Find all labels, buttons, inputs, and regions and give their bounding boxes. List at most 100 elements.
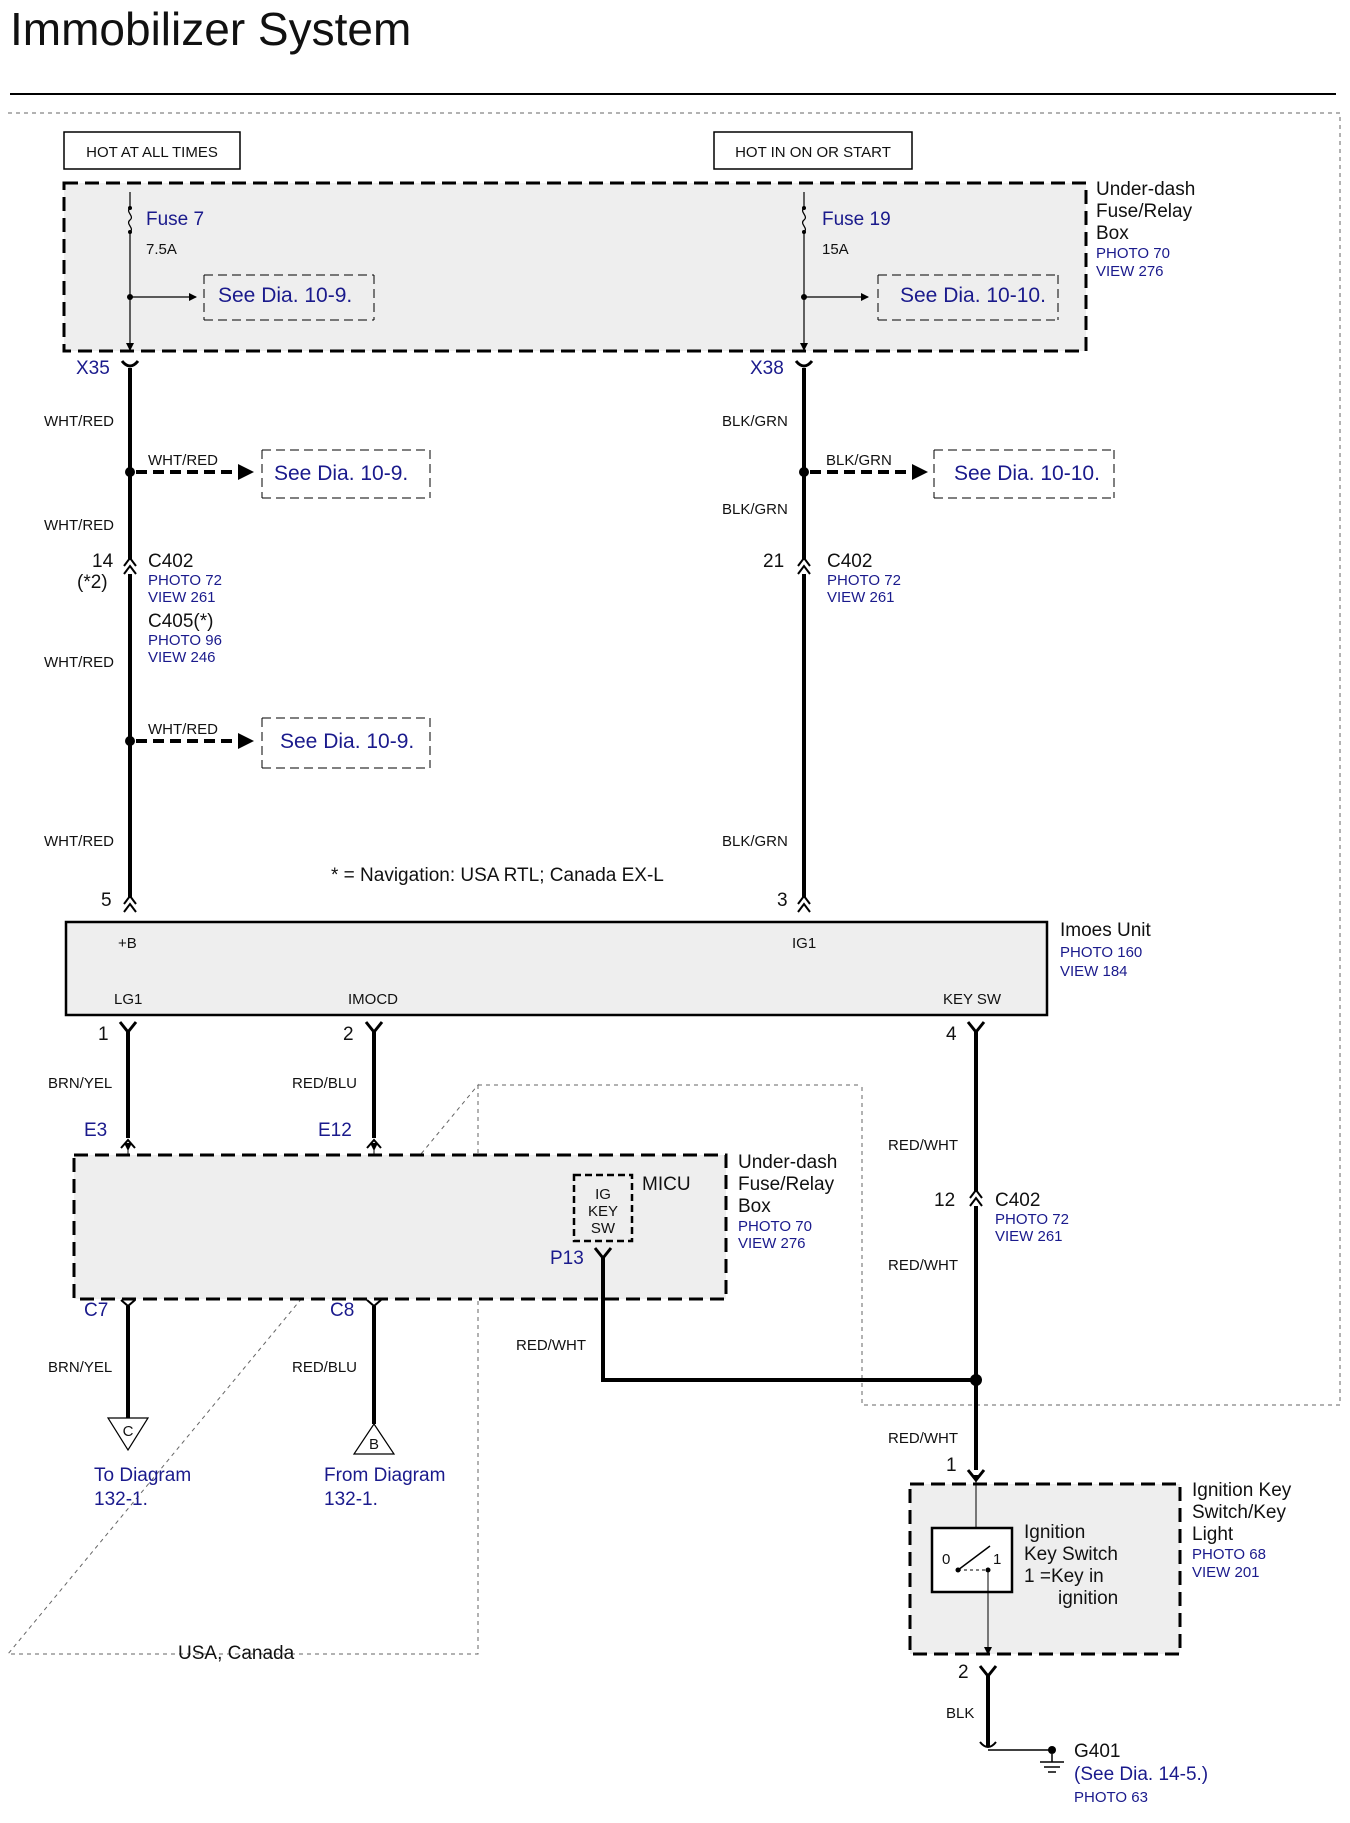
region-label: USA, Canada xyxy=(178,1643,295,1664)
svg-text:(See Dia. 14-5.): (See Dia. 14-5.) xyxy=(1074,1764,1208,1785)
svg-text:MICU: MICU xyxy=(642,1174,691,1195)
svg-text:1 =Key in: 1 =Key in xyxy=(1024,1566,1104,1587)
connector-c402-lower: C402 xyxy=(995,1190,1040,1211)
c402-photo: PHOTO 72 xyxy=(148,572,222,589)
svg-text:HOT IN ON OR START: HOT IN ON OR START xyxy=(735,144,891,161)
branch-see-dia-10-10: BLK/GRN See Dia. 10-10. xyxy=(810,449,1115,499)
fuse-box-top: Under-dash Fuse/Relay Box PHOTO 70 VIEW … xyxy=(62,179,1195,353)
wire-label: BLK/GRN xyxy=(722,833,788,850)
wire-label: RED/WHT xyxy=(888,1137,958,1154)
connector-e3: E3 xyxy=(84,1120,107,1141)
svg-text:IMOCD: IMOCD xyxy=(348,991,398,1008)
svg-text:Box: Box xyxy=(1096,223,1129,244)
from-diagram-2: 132-1. xyxy=(324,1489,378,1510)
wire-label: WHT/RED xyxy=(44,654,114,671)
imoes-pin-2: 2 xyxy=(343,1024,354,1045)
svg-text:Fuse 19: Fuse 19 xyxy=(822,209,891,230)
svg-text:Fuse/Relay: Fuse/Relay xyxy=(1096,201,1193,222)
to-diagram-2: 132-1. xyxy=(94,1489,148,1510)
svg-text:Ignition: Ignition xyxy=(1024,1522,1085,1543)
c405-view: VIEW 246 xyxy=(148,649,216,666)
svg-text:KEY: KEY xyxy=(588,1203,618,1220)
wire-label: BLK/GRN xyxy=(722,413,788,430)
svg-text:LG1: LG1 xyxy=(114,991,142,1008)
svg-text:Under-dash: Under-dash xyxy=(1096,179,1195,200)
svg-text:C: C xyxy=(123,1423,134,1440)
svg-text:15A: 15A xyxy=(822,241,849,258)
wire-label: WHT/RED xyxy=(44,413,114,430)
ground-g401: G401 (See Dia. 14-5.) PHOTO 63 xyxy=(1074,1741,1208,1806)
wire-label: WHT/RED xyxy=(44,833,114,850)
ignition-pin-2: 2 xyxy=(958,1662,969,1683)
svg-text:Under-dash: Under-dash xyxy=(738,1152,837,1173)
wire-red-wht-micu xyxy=(593,1247,976,1382)
power-hot-always: HOT AT ALL TIMES xyxy=(63,131,241,170)
branch-see-dia-10-9-a: WHT/RED See Dia. 10-9. xyxy=(136,449,431,499)
svg-text:PHOTO 70: PHOTO 70 xyxy=(1096,245,1170,262)
branch-see-dia-10-9-b: WHT/RED See Dia. 10-9. xyxy=(136,717,431,769)
svg-text:Light: Light xyxy=(1192,1524,1234,1545)
imoes-pin-1: 1 xyxy=(98,1024,109,1045)
micu: IG KEY SW MICU P13 xyxy=(550,1173,691,1269)
connector-c405: C405(*) xyxy=(148,611,213,632)
svg-text:Imoes Unit: Imoes Unit xyxy=(1060,920,1152,941)
svg-text:Ignition Key: Ignition Key xyxy=(1192,1480,1292,1501)
wire-label: RED/WHT xyxy=(516,1337,586,1354)
wire-label: BLK xyxy=(946,1705,974,1722)
svg-text:7.5A: 7.5A xyxy=(146,241,177,258)
svg-text:ignition: ignition xyxy=(1058,1588,1118,1609)
svg-text:1: 1 xyxy=(993,1551,1001,1568)
fuse-7: Fuse 7 7.5A See Dia. 10-9. xyxy=(126,192,375,351)
imoes-pin-4: 4 xyxy=(946,1024,957,1045)
connector-c402-right: C402 xyxy=(827,551,872,572)
svg-text:HOT AT ALL TIMES: HOT AT ALL TIMES xyxy=(86,144,218,161)
to-diagram-1: To Diagram xyxy=(94,1465,191,1486)
wire-label: WHT/RED xyxy=(44,517,114,534)
wire-label: RED/WHT xyxy=(888,1257,958,1274)
svg-text:KEY SW: KEY SW xyxy=(943,991,1002,1008)
svg-text:WHT/RED: WHT/RED xyxy=(148,721,218,738)
pin-14: 14 xyxy=(92,551,114,572)
svg-text:VIEW 276: VIEW 276 xyxy=(1096,263,1164,280)
wire-label: BRN/YEL xyxy=(48,1075,112,1092)
svg-text:PHOTO 68: PHOTO 68 xyxy=(1192,1546,1266,1563)
wire-red-wht-keysw xyxy=(966,1021,986,1483)
svg-text:See Dia. 10-9.: See Dia. 10-9. xyxy=(218,284,352,307)
c402-photo: PHOTO 72 xyxy=(995,1211,1069,1228)
svg-text:B: B xyxy=(369,1436,379,1453)
svg-text:See Dia. 10-10.: See Dia. 10-10. xyxy=(954,462,1100,485)
fuse-box-mid: Under-dash Fuse/Relay Box PHOTO 70 VIEW … xyxy=(72,1152,837,1301)
connector-c8: C8 xyxy=(330,1300,354,1321)
pin-21: 21 xyxy=(763,551,784,572)
svg-text:Fuse/Relay: Fuse/Relay xyxy=(738,1174,835,1195)
svg-text:3: 3 xyxy=(777,890,788,911)
svg-text:IG: IG xyxy=(595,1186,611,1203)
wire-blk-grn-main xyxy=(794,360,814,913)
svg-text:0: 0 xyxy=(942,1551,950,1568)
wire-label: RED/BLU xyxy=(292,1359,357,1376)
page-title: Immobilizer System xyxy=(10,3,412,55)
svg-text:See Dia. 10-9.: See Dia. 10-9. xyxy=(280,730,414,753)
svg-text:See Dia. 10-9.: See Dia. 10-9. xyxy=(274,462,408,485)
note-2: (*2) xyxy=(77,572,108,593)
c402-photo: PHOTO 72 xyxy=(827,572,901,589)
navigation-note: * = Navigation: USA RTL; Canada EX-L xyxy=(331,865,664,886)
svg-text:BLK/GRN: BLK/GRN xyxy=(826,452,892,469)
connector-c7: C7 xyxy=(84,1300,108,1321)
c402-view: VIEW 261 xyxy=(995,1228,1063,1245)
connector-e12: E12 xyxy=(318,1120,352,1141)
svg-text:Fuse 7: Fuse 7 xyxy=(146,209,204,230)
svg-text:PHOTO 160: PHOTO 160 xyxy=(1060,944,1142,961)
ignition-pin-1: 1 xyxy=(946,1455,957,1476)
svg-text:PHOTO 63: PHOTO 63 xyxy=(1074,1789,1148,1806)
svg-text:+B: +B xyxy=(118,935,137,952)
connector-x35: X35 xyxy=(76,358,110,379)
svg-text:P13: P13 xyxy=(550,1248,584,1269)
svg-text:G401: G401 xyxy=(1074,1741,1120,1762)
wire-red-blu: B xyxy=(352,1021,396,1455)
svg-text:IG1: IG1 xyxy=(792,935,816,952)
svg-text:Switch/Key: Switch/Key xyxy=(1192,1502,1286,1523)
svg-text:SW: SW xyxy=(591,1220,616,1237)
c405-photo: PHOTO 96 xyxy=(148,632,222,649)
